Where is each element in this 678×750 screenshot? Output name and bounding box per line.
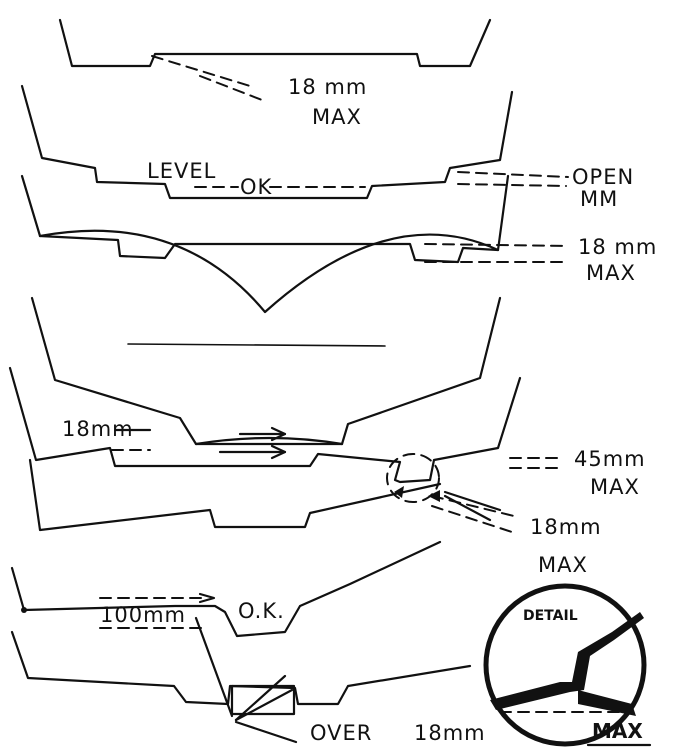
ok-label-2: O.K. [238,599,285,623]
detail-max-label: MAX [592,719,643,743]
open-mm-label: MM [580,187,618,211]
ok-label: OK [240,175,273,199]
max-label-4: MAX [538,553,588,577]
level-label: LEVEL [147,159,216,183]
max-label: MAX [312,105,362,129]
max-45mm-label: 45mm [574,447,646,471]
profile-6: 18mm MAX [28,458,602,577]
profile-3: 18 mm MAX [20,174,657,314]
max-label-2: MAX [586,261,636,285]
max-18mm-label-3: 18mm [530,515,602,539]
profile-5: 45mm MAX [8,366,646,503]
max-label-3: MAX [590,475,640,499]
over-label: OVER [310,721,372,745]
max-18mm-label: 18 mm [288,75,367,99]
profile-2: LEVEL OK OPEN MM [20,84,634,211]
profile-8: OVER 18mm [10,616,486,745]
profile-4: 18mm [30,296,502,460]
detail-inset: DETAIL MAX [483,583,652,747]
detail-label: DETAIL [523,608,578,624]
open-label: OPEN [572,165,634,189]
over-18mm-label: 18mm [414,721,486,745]
profile-7: 100mm O.K. [10,540,442,638]
max-18mm-label-2: 18 mm [578,235,657,259]
ok-100mm-label: 100mm [100,603,186,627]
profile-1: 18 mm MAX [58,18,492,129]
